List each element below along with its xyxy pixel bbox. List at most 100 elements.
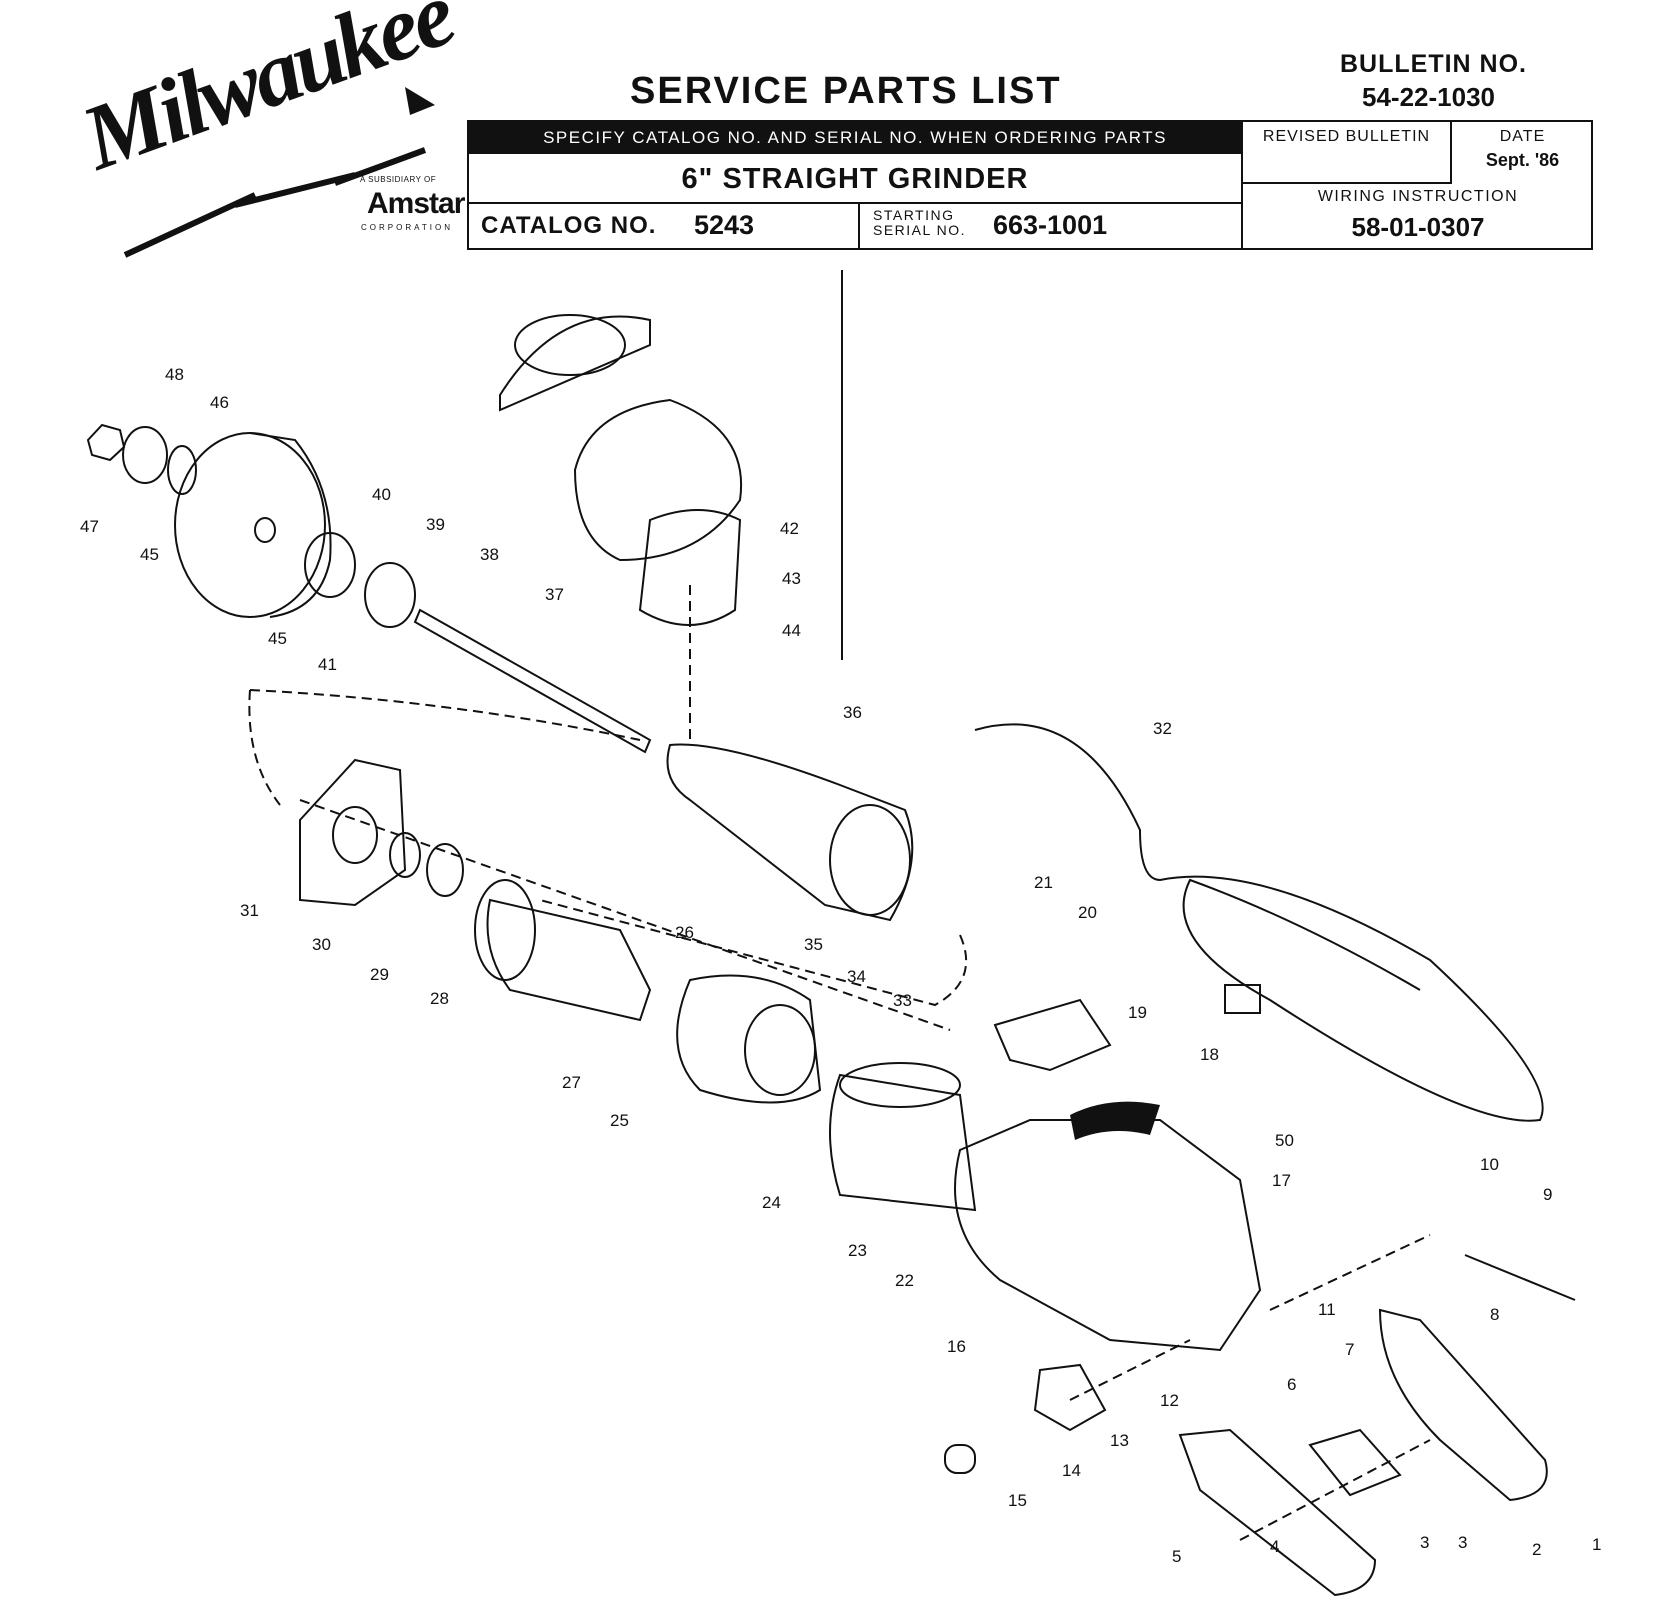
gear-case-drawing bbox=[666, 743, 914, 922]
callout-labels: 1 2 3 3 4 5 6 7 8 9 10 11 12 13 14 15 16… bbox=[80, 365, 1601, 1566]
brush-holder-drawing bbox=[1033, 1363, 1107, 1432]
catalog-number: 5243 bbox=[694, 210, 755, 240]
callout-number: 43 bbox=[782, 569, 801, 588]
callout-number: 9 bbox=[1543, 1185, 1552, 1204]
callout-number: 15 bbox=[1008, 1491, 1027, 1510]
brush-cover-drawing bbox=[993, 998, 1112, 1072]
table-divider bbox=[1450, 122, 1452, 184]
callout-number: 48 bbox=[165, 365, 184, 384]
callout-number: 11 bbox=[1318, 1300, 1336, 1319]
callout-number: 8 bbox=[1490, 1305, 1499, 1324]
callout-number: 23 bbox=[848, 1241, 867, 1260]
starting-label-line2: SERIAL NO. bbox=[873, 222, 967, 238]
motor-housing-drawing bbox=[954, 1119, 1262, 1352]
table-divider bbox=[1241, 122, 1243, 250]
switch-drawing bbox=[1308, 1428, 1402, 1497]
callout-number: 36 bbox=[843, 703, 862, 722]
callout-number: 2 bbox=[1532, 1540, 1541, 1559]
header-table: SPECIFY CATALOG NO. AND SERIAL NO. WHEN … bbox=[467, 120, 1593, 250]
starting-serial-number: 663-1001 bbox=[993, 210, 1108, 240]
grinding-wheel-drawing bbox=[174, 432, 332, 618]
callout-number: 7 bbox=[1345, 1340, 1354, 1359]
callout-number: 32 bbox=[1153, 719, 1172, 738]
callout-number: 12 bbox=[1160, 1391, 1179, 1410]
callout-number: 5 bbox=[1172, 1547, 1181, 1566]
armature-drawing bbox=[486, 898, 652, 1022]
date-value: Sept. '86 bbox=[1485, 150, 1560, 170]
flange-drawing bbox=[304, 532, 356, 598]
wheel-guard-drawing bbox=[499, 314, 743, 626]
callout-number: 16 bbox=[947, 1337, 966, 1356]
wiring-instruction-label: WIRING INSTRUCTION bbox=[1317, 188, 1519, 205]
callout-number: 41 bbox=[318, 655, 337, 674]
plug-drawing bbox=[1224, 984, 1261, 1014]
callout-number: 37 bbox=[545, 585, 564, 604]
handle-right-drawing bbox=[1378, 1308, 1548, 1502]
callout-number: 28 bbox=[430, 989, 449, 1008]
sleeve-drawing bbox=[829, 1073, 977, 1212]
callout-number: 31 bbox=[240, 901, 259, 920]
callout-number: 1 bbox=[1592, 1535, 1601, 1554]
spindle-drawing bbox=[413, 608, 652, 754]
nut-drawing bbox=[86, 423, 126, 462]
callout-number: 25 bbox=[610, 1111, 629, 1130]
callout-number: 3 bbox=[1420, 1533, 1429, 1552]
callout-number: 13 bbox=[1110, 1431, 1129, 1450]
table-divider bbox=[858, 204, 860, 250]
bearing-drawing bbox=[364, 562, 416, 628]
washer-drawing bbox=[167, 445, 197, 495]
callout-number: 19 bbox=[1128, 1003, 1147, 1022]
callout-number: 38 bbox=[480, 545, 499, 564]
callout-number: 45 bbox=[140, 545, 159, 564]
callout-number: 10 bbox=[1480, 1155, 1499, 1174]
amstar-logo: Amstar bbox=[367, 187, 465, 220]
date-label: DATE bbox=[1499, 128, 1546, 145]
corporation-line: CORPORATION bbox=[361, 223, 453, 232]
callout-number: 50 bbox=[1275, 1131, 1294, 1150]
bulletin-number: 54-22-1030 bbox=[1362, 82, 1495, 112]
callout-number: 3 bbox=[1458, 1533, 1467, 1552]
callout-number: 18 bbox=[1200, 1045, 1219, 1064]
callout-number: 35 bbox=[804, 935, 823, 954]
product-name: 6" STRAIGHT GRINDER bbox=[469, 154, 1241, 204]
callout-number: 44 bbox=[782, 621, 801, 640]
revised-bulletin-label: REVISED BULLETIN bbox=[1243, 122, 1450, 184]
callout-number: 29 bbox=[370, 965, 389, 984]
cord-drawing bbox=[974, 723, 1544, 1122]
washer-drawing bbox=[122, 426, 168, 484]
callout-number: 42 bbox=[780, 519, 799, 538]
callout-number: 14 bbox=[1062, 1461, 1081, 1480]
bulletin-label: BULLETIN NO. bbox=[1340, 50, 1527, 78]
callout-number: 30 bbox=[312, 935, 331, 954]
screw-drawing bbox=[1464, 1254, 1576, 1301]
callout-number: 22 bbox=[895, 1271, 914, 1290]
callout-number: 40 bbox=[372, 485, 391, 504]
handle-left-drawing bbox=[1178, 1428, 1377, 1597]
callout-number: 20 bbox=[1078, 903, 1097, 922]
page-title: SERVICE PARTS LIST bbox=[630, 70, 1062, 112]
catalog-label: CATALOG NO. bbox=[481, 212, 657, 239]
callout-number: 4 bbox=[1270, 1537, 1279, 1556]
dark-grill-drawing bbox=[1070, 1101, 1160, 1140]
subsidiary-line: A SUBSIDIARY OF bbox=[360, 175, 437, 184]
callout-number: 26 bbox=[675, 923, 694, 942]
field-drawing bbox=[676, 974, 822, 1104]
callout-number: 39 bbox=[426, 515, 445, 534]
callout-number: 27 bbox=[562, 1073, 581, 1092]
lightning-bolt-icon bbox=[123, 87, 435, 258]
starting-label-line1: STARTING bbox=[873, 207, 955, 223]
starting-serial-label: STARTING SERIAL NO. bbox=[873, 208, 966, 238]
callout-number: 34 bbox=[847, 967, 866, 986]
callout-number: 6 bbox=[1287, 1375, 1296, 1394]
callout-number: 33 bbox=[893, 991, 912, 1010]
callout-number: 47 bbox=[80, 517, 99, 536]
end-plate-drawing bbox=[299, 758, 407, 907]
specify-note: SPECIFY CATALOG NO. AND SERIAL NO. WHEN … bbox=[469, 122, 1241, 154]
callout-number: 24 bbox=[762, 1193, 781, 1212]
milwaukee-logo: Milwaukee A SUBSIDIARY OF Amstar CORPORA… bbox=[69, 0, 465, 260]
wiring-instruction-number: 58-01-0307 bbox=[1351, 212, 1485, 242]
callout-number: 46 bbox=[210, 393, 229, 412]
callout-number: 21 bbox=[1034, 873, 1053, 892]
callout-number: 17 bbox=[1272, 1171, 1291, 1190]
exploded-parts-diagram: 1 2 3 3 4 5 6 7 8 9 10 11 12 13 14 15 16… bbox=[80, 270, 1601, 1597]
